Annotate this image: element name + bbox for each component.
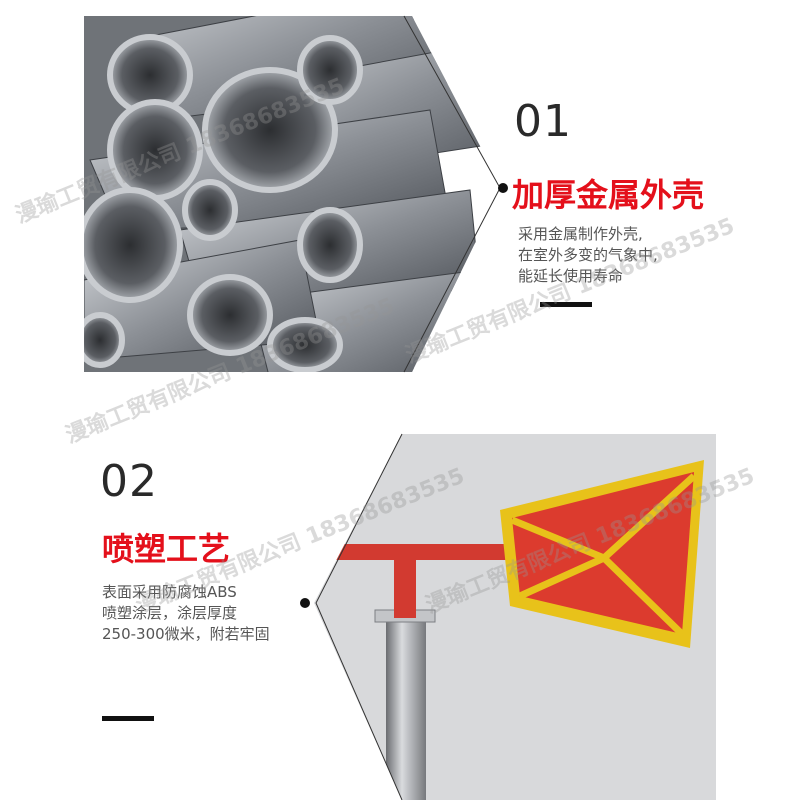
section1-number: 01 (514, 96, 572, 147)
section2-heading: 喷塑工艺 (102, 530, 231, 568)
section2-description: 表面采用防腐蚀ABS 喷塑涂层，涂层厚度 250-300微米，附若牢固 (102, 582, 270, 645)
section2-desc-line: 喷塑涂层，涂层厚度 (102, 604, 238, 622)
section1-heading: 加厚金属外壳 (512, 176, 705, 214)
section1-desc-line: 在室外多变的气象中, (518, 246, 658, 264)
section1-underline (540, 302, 592, 307)
section1-pointer-dot (498, 183, 508, 193)
section1-description: 采用金属制作外壳, 在室外多变的气象中, 能延长使用寿命 (518, 224, 658, 287)
section1-desc-line: 采用金属制作外壳, (518, 225, 643, 243)
section1-desc-line: 能延长使用寿命 (518, 267, 624, 285)
section2-desc-line: 250-300微米，附若牢固 (102, 625, 270, 643)
section2-underline (102, 716, 154, 721)
section2-number: 02 (100, 456, 158, 507)
section2-pointer-dot (300, 598, 310, 608)
wind-flag-photo (0, 420, 800, 800)
section2-desc-line: 表面采用防腐蚀ABS (102, 583, 237, 601)
metal-pipes-photo (0, 0, 800, 380)
